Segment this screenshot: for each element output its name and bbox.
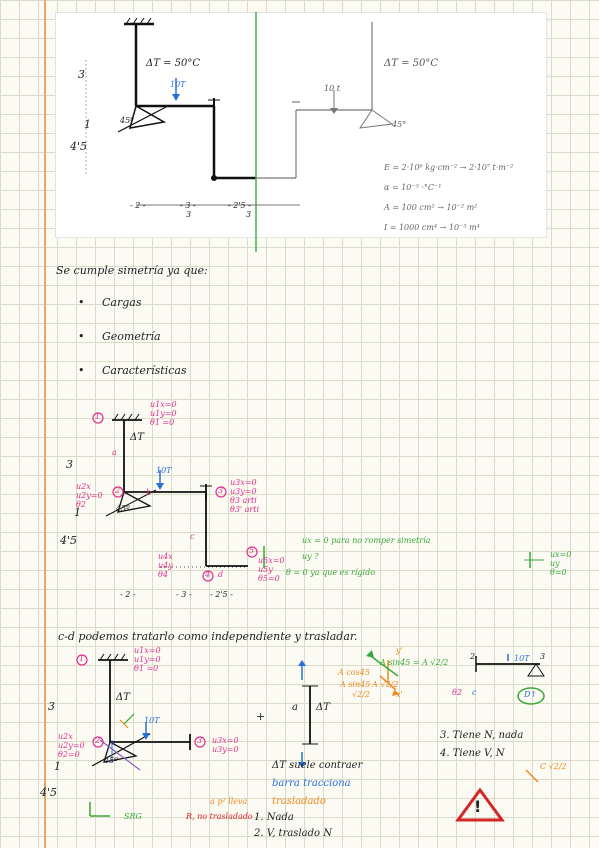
bar-b-label: b bbox=[146, 488, 152, 497]
sub-3-b: 3 bbox=[246, 210, 252, 219]
bar-a-label: a bbox=[112, 448, 117, 457]
blue-text-1: ΔT suele contraer bbox=[272, 760, 363, 771]
node-3-label: 3 bbox=[218, 486, 224, 495]
orange-label-y: y' bbox=[396, 646, 403, 655]
green-label: A sin45 = A √2/2 bbox=[380, 658, 449, 667]
cd-angle-label: 45º bbox=[104, 756, 118, 765]
cd-load-label: 10T bbox=[144, 716, 160, 725]
cd-bar-delta: ΔT bbox=[316, 702, 330, 713]
small-bc-blue: c bbox=[472, 688, 477, 697]
load-left-label: 10T bbox=[170, 80, 186, 89]
material-properties: E = 2·10⁶ kg·cm⁻² → 2·10⁷ t·m⁻² α = 10⁻⁵… bbox=[384, 163, 514, 232]
cd-sentence: c-d podemos tratarlo como independiente … bbox=[58, 630, 358, 643]
cd-delta-t: ΔT bbox=[116, 692, 130, 703]
cd-dim-3: 3 bbox=[48, 700, 55, 713]
dim-1-top: 1 bbox=[84, 118, 91, 131]
cd-structure bbox=[98, 659, 190, 743]
note-4: 4. Tiene V, N bbox=[440, 748, 505, 759]
dim-3-top: 3 bbox=[78, 68, 85, 81]
bottom-dim-2: - 3 - bbox=[180, 201, 196, 210]
node-5-label: 5 bbox=[249, 546, 255, 555]
warning-icon: ! bbox=[474, 797, 482, 816]
cd-node-3: 3 bbox=[197, 736, 203, 745]
moment-label: C √2/2 bbox=[540, 762, 567, 771]
cd-bar-a: a bbox=[292, 702, 298, 713]
hatch-top bbox=[125, 17, 152, 25]
cd-node-1: 1 bbox=[79, 654, 85, 663]
node-4-label: 4 bbox=[205, 570, 211, 579]
orange-label-1: A cos45 bbox=[338, 668, 370, 677]
node-2-label: 2 bbox=[115, 486, 121, 495]
orange-label-x: x' bbox=[396, 690, 403, 699]
mid-bottom-dim-1: - 2 - bbox=[120, 590, 136, 599]
angle-right-label: 45° bbox=[392, 120, 407, 129]
bar-d-label: d bbox=[218, 570, 224, 579]
mid-bottom-dim-2: - 3 - bbox=[176, 590, 192, 599]
top-structure bbox=[124, 22, 256, 180]
note-3: 3. Tiene N, nada bbox=[440, 730, 524, 741]
mid-load-label: 10T bbox=[156, 466, 172, 475]
small-beam-load: 10T bbox=[514, 654, 530, 663]
blue-text-2: barra tracciona bbox=[272, 778, 351, 789]
dim-45-top: 4'5 bbox=[70, 140, 88, 153]
cd-dim-45: 4'5 bbox=[40, 786, 58, 799]
bullet-1: • Cargas bbox=[78, 296, 142, 309]
warning-triangle bbox=[455, 787, 505, 822]
green-note-2: uy ? bbox=[302, 552, 319, 561]
bottom-dim-1: - 2 - bbox=[130, 201, 146, 210]
bottom-dim-3: - 2'5 - bbox=[228, 201, 251, 210]
mid-dim-45: 4'5 bbox=[60, 534, 78, 547]
page-margin-line bbox=[44, 0, 46, 848]
small-beam-2: 2 bbox=[470, 652, 476, 661]
green-note-3: θ = 0 ya que es rígido bbox=[286, 568, 376, 577]
bullet-2: • Geometría bbox=[78, 330, 161, 343]
mid-dim-3: 3 bbox=[66, 458, 73, 471]
right-structure bbox=[256, 22, 373, 179]
orange-label-3: √2/2 bbox=[352, 690, 370, 699]
list-item-1: 1. Nada bbox=[254, 812, 294, 823]
mid-bottom-dim-3: - 2'5 - bbox=[210, 590, 233, 599]
small-bc-pink: θ2 bbox=[452, 688, 462, 697]
sub-3-a: 3 bbox=[186, 210, 192, 219]
bullet-3: • Características bbox=[78, 364, 187, 377]
list-item-2: 2. V, traslado N bbox=[254, 828, 332, 839]
node-1-label: 1 bbox=[95, 412, 101, 421]
mid-dim-1: 1 bbox=[74, 506, 81, 519]
red-note: R, no trasladado bbox=[186, 812, 253, 821]
orange-note: a p² lleva bbox=[210, 797, 248, 806]
plus-sign: + bbox=[256, 710, 266, 723]
load-right-label: 10 t bbox=[324, 84, 340, 93]
axes-label: SRG bbox=[124, 812, 142, 821]
cd-node-2: 2 bbox=[95, 736, 101, 745]
small-beam-3: 3 bbox=[540, 652, 546, 661]
support-left bbox=[128, 104, 167, 129]
green-note-1: ux = 0 para no romper simetría bbox=[302, 536, 431, 545]
cd-dim-1: 1 bbox=[54, 760, 61, 773]
bar-c-label: c bbox=[190, 532, 195, 541]
mid-angle-label: 45º bbox=[116, 504, 130, 513]
blue-text-3: trasladado bbox=[272, 796, 326, 807]
mid-structure bbox=[112, 419, 248, 567]
delta-t-right: ΔT = 50°C bbox=[384, 58, 439, 69]
orange-label-4: A √2/2 bbox=[372, 680, 399, 689]
orange-label-2: A sin45 bbox=[340, 680, 371, 689]
small-green-circle-label: D↑ bbox=[524, 690, 538, 699]
symmetry-sentence: Se cumple simetría ya que: bbox=[56, 264, 208, 277]
delta-t-left: ΔT = 50°C bbox=[146, 58, 201, 69]
angle-left-label: 45º bbox=[120, 116, 134, 125]
mid-delta-t: ΔT bbox=[130, 432, 144, 443]
